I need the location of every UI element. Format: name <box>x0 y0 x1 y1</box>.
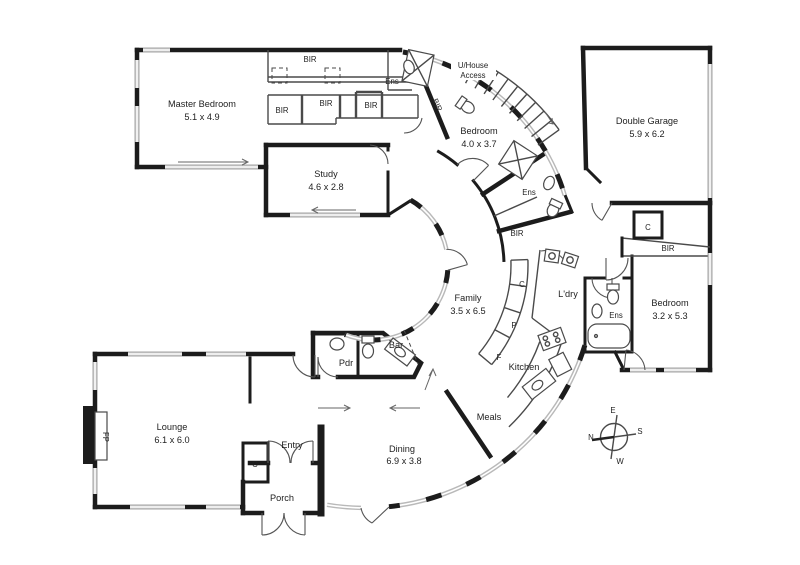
sink-icon <box>329 337 345 351</box>
room-label-meals: Meals <box>477 412 502 422</box>
bir-label: BIR <box>320 99 333 108</box>
cupboard-label: C <box>519 280 525 289</box>
bir-label: BIR <box>304 55 317 64</box>
room-dims-garage: 5.9 x 6.2 <box>629 129 664 139</box>
cupboard-label: C <box>645 223 651 232</box>
room-label-entry: Entry <box>281 440 303 450</box>
room-label-bar: Bar <box>389 340 403 350</box>
sink-icon <box>403 59 415 75</box>
fireplace-icon <box>83 406 108 464</box>
ens-label: Ens <box>609 311 623 320</box>
room-labels: Master Bedroom 5.1 x 4.9 Study 4.6 x 2.8… <box>154 99 689 503</box>
compass: E S W N <box>588 406 642 466</box>
bathtub-icon <box>587 323 631 349</box>
underhouse-access-label: Access <box>460 71 485 80</box>
toilet-icon <box>606 283 620 305</box>
skylight <box>324 67 341 84</box>
pantry-label: P <box>511 321 516 330</box>
curved-window-walls <box>326 49 588 511</box>
direction-arrows <box>178 158 437 412</box>
room-label-laundry: L'dry <box>558 289 578 299</box>
label-backing <box>451 57 496 80</box>
bath-drain <box>593 333 599 339</box>
toilet-icon <box>454 95 475 114</box>
cupboard-label: C <box>252 460 258 469</box>
sink-icon <box>542 175 556 191</box>
room-label-dining: Dining <box>389 444 415 454</box>
washing-machine-icon <box>543 248 561 264</box>
bar-counter <box>383 337 417 367</box>
skylight <box>271 67 288 84</box>
kitchen-bench <box>506 341 541 399</box>
washing-machine-icon <box>560 251 580 269</box>
underhouse-access-label: U/House <box>458 61 488 70</box>
ens-label: Ens <box>385 77 399 86</box>
room-label-kitchen: Kitchen <box>509 362 540 372</box>
bir-label: BIR <box>276 106 289 115</box>
compass-needle <box>591 435 615 442</box>
stairs <box>451 57 560 146</box>
room-dims-bedroom-right: 3.2 x 5.3 <box>652 311 687 321</box>
room-label-garage: Double Garage <box>616 116 678 126</box>
room-dims-study: 4.6 x 2.8 <box>308 182 343 192</box>
fixtures <box>83 48 631 464</box>
kitchen-sink-icon <box>521 367 557 401</box>
room-label-master: Master Bedroom <box>168 99 236 109</box>
ens-label: Ens <box>522 188 536 197</box>
bir-label: BIR <box>662 244 675 253</box>
fireplace-label: FP <box>101 432 110 442</box>
room-label-family: Family <box>454 293 481 303</box>
interior-walls <box>267 50 711 366</box>
bir-label: BIR <box>431 97 445 113</box>
bir-label: BIR <box>511 229 524 238</box>
room-dims-dining: 6.9 x 3.8 <box>386 456 421 466</box>
room-label-powder: Pdr <box>339 358 353 368</box>
feature-labels: BIR BIR BIR BIR BIR BIR BIR Ens Ens Ens … <box>101 55 675 469</box>
compass-south: S <box>637 427 642 436</box>
stove-icon <box>537 326 567 352</box>
toilet-icon <box>361 335 375 359</box>
room-dims-bedroom-top: 4.0 x 3.7 <box>461 139 496 149</box>
dishwasher-icon <box>547 351 573 378</box>
toilet-icon <box>546 197 564 218</box>
room-dims-master: 5.1 x 4.9 <box>184 112 219 122</box>
room-label-study: Study <box>314 169 338 179</box>
sink-icon <box>591 303 603 319</box>
fridge-label: F <box>497 353 502 362</box>
room-dims-family: 3.5 x 6.5 <box>450 306 485 316</box>
windows <box>92 47 713 510</box>
bir-label: BIR <box>365 101 378 110</box>
compass-east: E <box>610 406 615 415</box>
room-label-bedroom-top: Bedroom <box>460 126 498 136</box>
room-label-porch: Porch <box>270 493 294 503</box>
room-label-bedroom-right: Bedroom <box>651 298 689 308</box>
compass-west: W <box>616 457 624 466</box>
room-dims-lounge: 6.1 x 6.0 <box>154 435 189 445</box>
shower-icon <box>401 48 435 88</box>
room-label-lounge: Lounge <box>157 422 188 432</box>
compass-north: N <box>588 433 594 442</box>
shower-icon <box>497 139 539 181</box>
